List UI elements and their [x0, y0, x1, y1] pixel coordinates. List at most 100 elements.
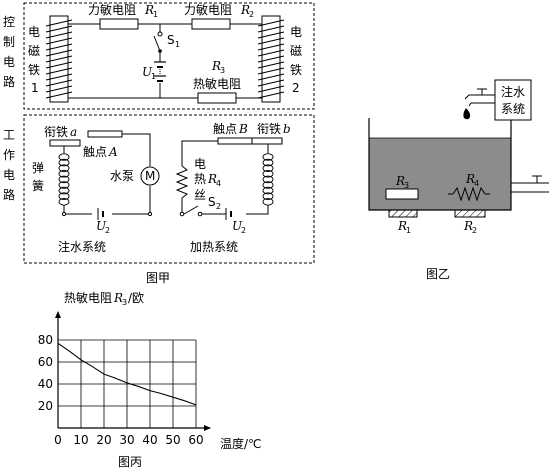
work-circuit-frame — [23, 114, 315, 264]
tank-r3 — [385, 188, 419, 200]
work-circuit-label: 工 作 电 路 — [3, 128, 15, 202]
chart-axes — [55, 311, 211, 431]
spring-loop — [262, 175, 274, 184]
svg-text:2: 2 — [249, 10, 254, 19]
spring-loop — [58, 192, 70, 201]
svg-text:磁: 磁 — [290, 43, 302, 58]
y-axis-arrow — [55, 311, 61, 318]
svg-text:R: R — [113, 291, 123, 305]
svg-text:2: 2 — [216, 202, 221, 211]
spring-loop — [262, 158, 274, 167]
coil-turn — [257, 79, 285, 87]
svg-text:热敏电阻: 热敏电阻 — [193, 76, 241, 91]
tank-r4-label: R — [465, 172, 475, 186]
spring-loop — [58, 169, 70, 178]
coil-turn — [257, 85, 285, 93]
coil-turn — [257, 31, 285, 39]
coil-turn — [257, 61, 285, 69]
svg-text:电: 电 — [290, 25, 302, 39]
svg-text:铁: 铁 — [28, 63, 40, 77]
spring-loop — [58, 164, 70, 173]
heat-system-label: 加热系统 — [190, 240, 238, 254]
fig-a-caption: 图甲 — [146, 271, 170, 285]
source-u2-heating: U 2 — [225, 208, 246, 235]
coil-turn — [257, 73, 285, 81]
chart-series — [57, 342, 197, 406]
svg-text:力敏电阻: 力敏电阻 — [88, 2, 136, 17]
svg-text:R: R — [211, 59, 221, 73]
x-axis-arrow — [204, 425, 211, 431]
spring-loop — [58, 181, 70, 189]
svg-text:1: 1 — [153, 10, 158, 19]
svg-text:R: R — [240, 3, 250, 17]
svg-text:衔铁: 衔铁 — [44, 125, 68, 139]
svg-text:丝: 丝 — [194, 188, 206, 202]
fig-c-caption: 图丙 — [118, 455, 142, 469]
svg-text:2: 2 — [292, 81, 300, 95]
coil-turn — [257, 25, 285, 33]
svg-text:簧: 簧 — [32, 178, 44, 193]
tank-wall — [368, 118, 512, 211]
coil-turn — [45, 49, 73, 57]
source-u2-injection: U 2 — [96, 208, 110, 235]
spring-loop — [262, 192, 274, 201]
svg-text:4: 4 — [216, 179, 221, 188]
r3-label: R 3 热敏电阻 — [193, 59, 241, 91]
coil-turn — [45, 43, 73, 51]
svg-text:a: a — [70, 125, 77, 139]
svg-text:U: U — [96, 219, 107, 233]
x-tick-label: 40 — [142, 433, 157, 447]
svg-text:A: A — [108, 145, 118, 159]
r1-label: 力敏电阻 R 1 — [88, 2, 158, 19]
svg-text:弹: 弹 — [32, 161, 44, 175]
switch-s2: S 2 — [179, 195, 221, 217]
coil-turn — [45, 67, 73, 75]
x-tick-label: 0 — [54, 433, 62, 447]
svg-text:1: 1 — [31, 81, 39, 95]
spring-loop — [58, 175, 70, 184]
contact-b: 触点 B — [213, 122, 253, 145]
svg-text:磁: 磁 — [28, 43, 40, 58]
x-axis-label: 温度/℃ — [220, 436, 262, 451]
tank-r4-heater — [452, 186, 486, 202]
coil-turn — [45, 55, 73, 63]
svg-text:路: 路 — [3, 74, 15, 89]
coil-turn — [45, 37, 73, 45]
x-tick-label: 20 — [96, 433, 111, 447]
inlet-pipe — [464, 88, 495, 107]
svg-text:4: 4 — [474, 179, 479, 188]
svg-text:U: U — [232, 219, 243, 233]
spring-loop — [262, 164, 274, 173]
x-tick-label: 30 — [119, 433, 134, 447]
svg-text:铁: 铁 — [290, 63, 302, 77]
coil-turn — [45, 73, 73, 81]
electromagnet-2: 电 磁 铁 2 — [257, 15, 302, 103]
spring-a: 弹 簧 — [32, 153, 70, 206]
coil-turn — [45, 61, 73, 69]
water-drop — [463, 108, 471, 120]
inject-system-label: 注水系统 — [58, 239, 106, 254]
coil-turn — [257, 67, 285, 75]
svg-text:M: M — [145, 169, 155, 183]
y-tick-label: 40 — [38, 377, 53, 391]
spring-loop — [262, 169, 274, 178]
spring-loop — [262, 186, 274, 195]
svg-text:电: 电 — [28, 25, 40, 39]
y-tick-label: 80 — [38, 333, 53, 347]
heater-r4: 电 热 丝 R 4 — [175, 157, 221, 202]
svg-text:触点: 触点 — [83, 145, 107, 159]
svg-text:2: 2 — [105, 226, 110, 235]
switch-s1: S 1 — [153, 31, 180, 53]
svg-text:力敏电阻: 力敏电阻 — [184, 2, 232, 17]
svg-text:/欧: /欧 — [128, 291, 144, 305]
contact-a: 触点 A — [83, 130, 123, 159]
svg-text:1: 1 — [175, 40, 180, 49]
svg-text:3: 3 — [404, 181, 409, 190]
coil-turn — [45, 31, 73, 39]
spring-loop — [58, 153, 70, 161]
pressure-resistor-r2 — [191, 18, 231, 30]
y-tick-label: 20 — [38, 399, 53, 413]
